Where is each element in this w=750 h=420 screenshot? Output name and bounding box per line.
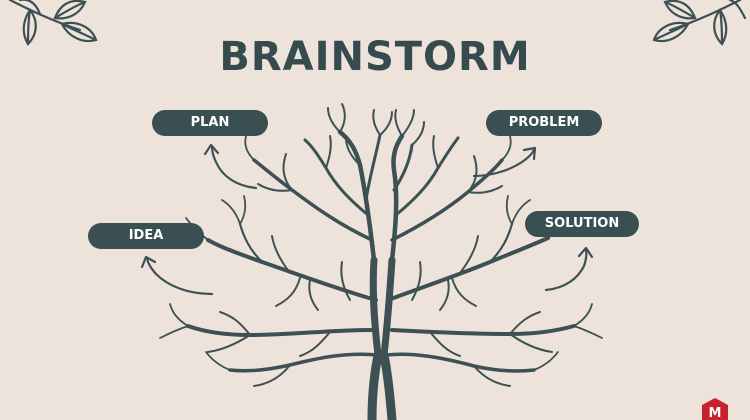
arrow-problem-icon	[472, 146, 537, 178]
label-idea: IDEA	[88, 223, 204, 249]
arrow-plan-icon	[203, 143, 258, 190]
leaf-branch-top-left-icon	[8, 0, 98, 46]
arrow-solution-icon	[544, 246, 594, 292]
brand-logo-letter: M	[709, 406, 722, 420]
label-solution: SOLUTION	[525, 211, 639, 237]
tree-illustration	[159, 103, 603, 420]
label-plan: PLAN	[152, 110, 268, 136]
brand-logo: M	[702, 398, 728, 420]
page-title: BRAINSTORM	[219, 34, 531, 80]
arrow-idea-icon	[140, 255, 214, 296]
label-problem: PROBLEM	[486, 110, 602, 136]
leaf-branch-top-right-icon	[652, 0, 747, 46]
